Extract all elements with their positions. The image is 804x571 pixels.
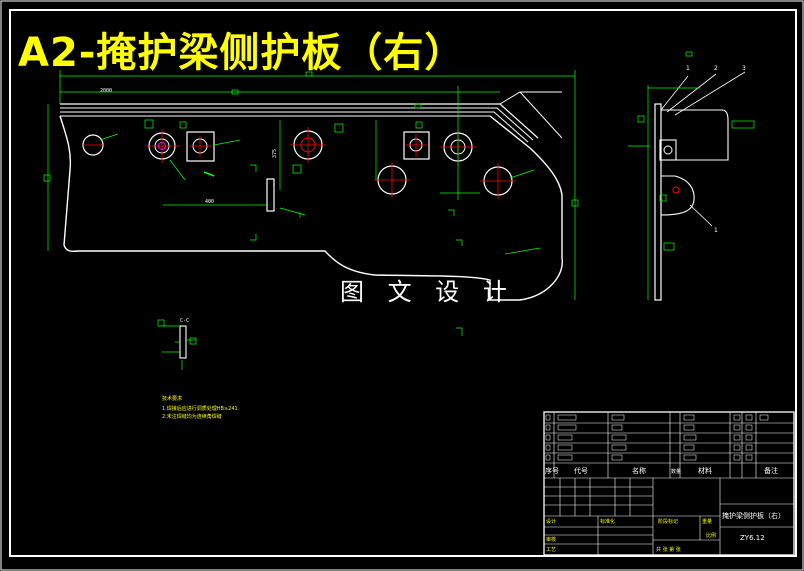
col-header-remark: 备注 <box>764 466 778 475</box>
col-header-qty: 数量 <box>671 468 681 475</box>
dim-spacing: 400 <box>205 199 214 205</box>
col-header-code: 代号 <box>574 466 588 475</box>
watermark-text: 图 文 设 计 <box>340 278 515 306</box>
part-label-3: 3 <box>742 65 746 72</box>
part-name: 掩护梁侧护板（右） <box>722 511 785 520</box>
col-header-material: 材料 <box>698 466 712 475</box>
col-header-name: 名称 <box>632 466 646 475</box>
dim-height: 375 <box>272 149 278 158</box>
label-std: 标准化 <box>600 518 615 525</box>
label-scale: 比例 <box>706 532 716 539</box>
label-check: 审核 <box>546 536 556 543</box>
section-view: C-C <box>157 318 197 370</box>
part-label-1b: 1 <box>714 227 718 234</box>
label-design: 设计 <box>546 518 556 525</box>
label-stage: 阶段标记 <box>658 518 678 525</box>
part-label-2: 2 <box>714 65 718 72</box>
part-label-1: 1 <box>686 65 690 72</box>
side-view: 1 2 3 1 <box>628 51 755 301</box>
label-weight: 重量 <box>702 518 712 525</box>
label-sheet: 共 张 第 张 <box>656 546 681 553</box>
tech-notes-heading: 技术要求 <box>162 395 182 402</box>
col-header-no: 序号 <box>545 466 559 475</box>
title-block <box>543 411 795 556</box>
tech-notes-line2: 2.未注焊缝均为连续角焊缝 <box>162 413 222 420</box>
drawing-number: ZY6.12 <box>740 534 765 542</box>
inner-frame <box>9 9 797 557</box>
main-view <box>43 70 579 336</box>
section-label: C-C <box>180 318 189 324</box>
tech-notes-line1: 1.焊接后应进行调质处理HB≥241 <box>162 405 238 412</box>
label-process: 工艺 <box>546 547 556 553</box>
dim-overall: 2000 <box>100 88 112 94</box>
drawing-title: A2-掩护梁侧护板（右） <box>18 30 466 76</box>
